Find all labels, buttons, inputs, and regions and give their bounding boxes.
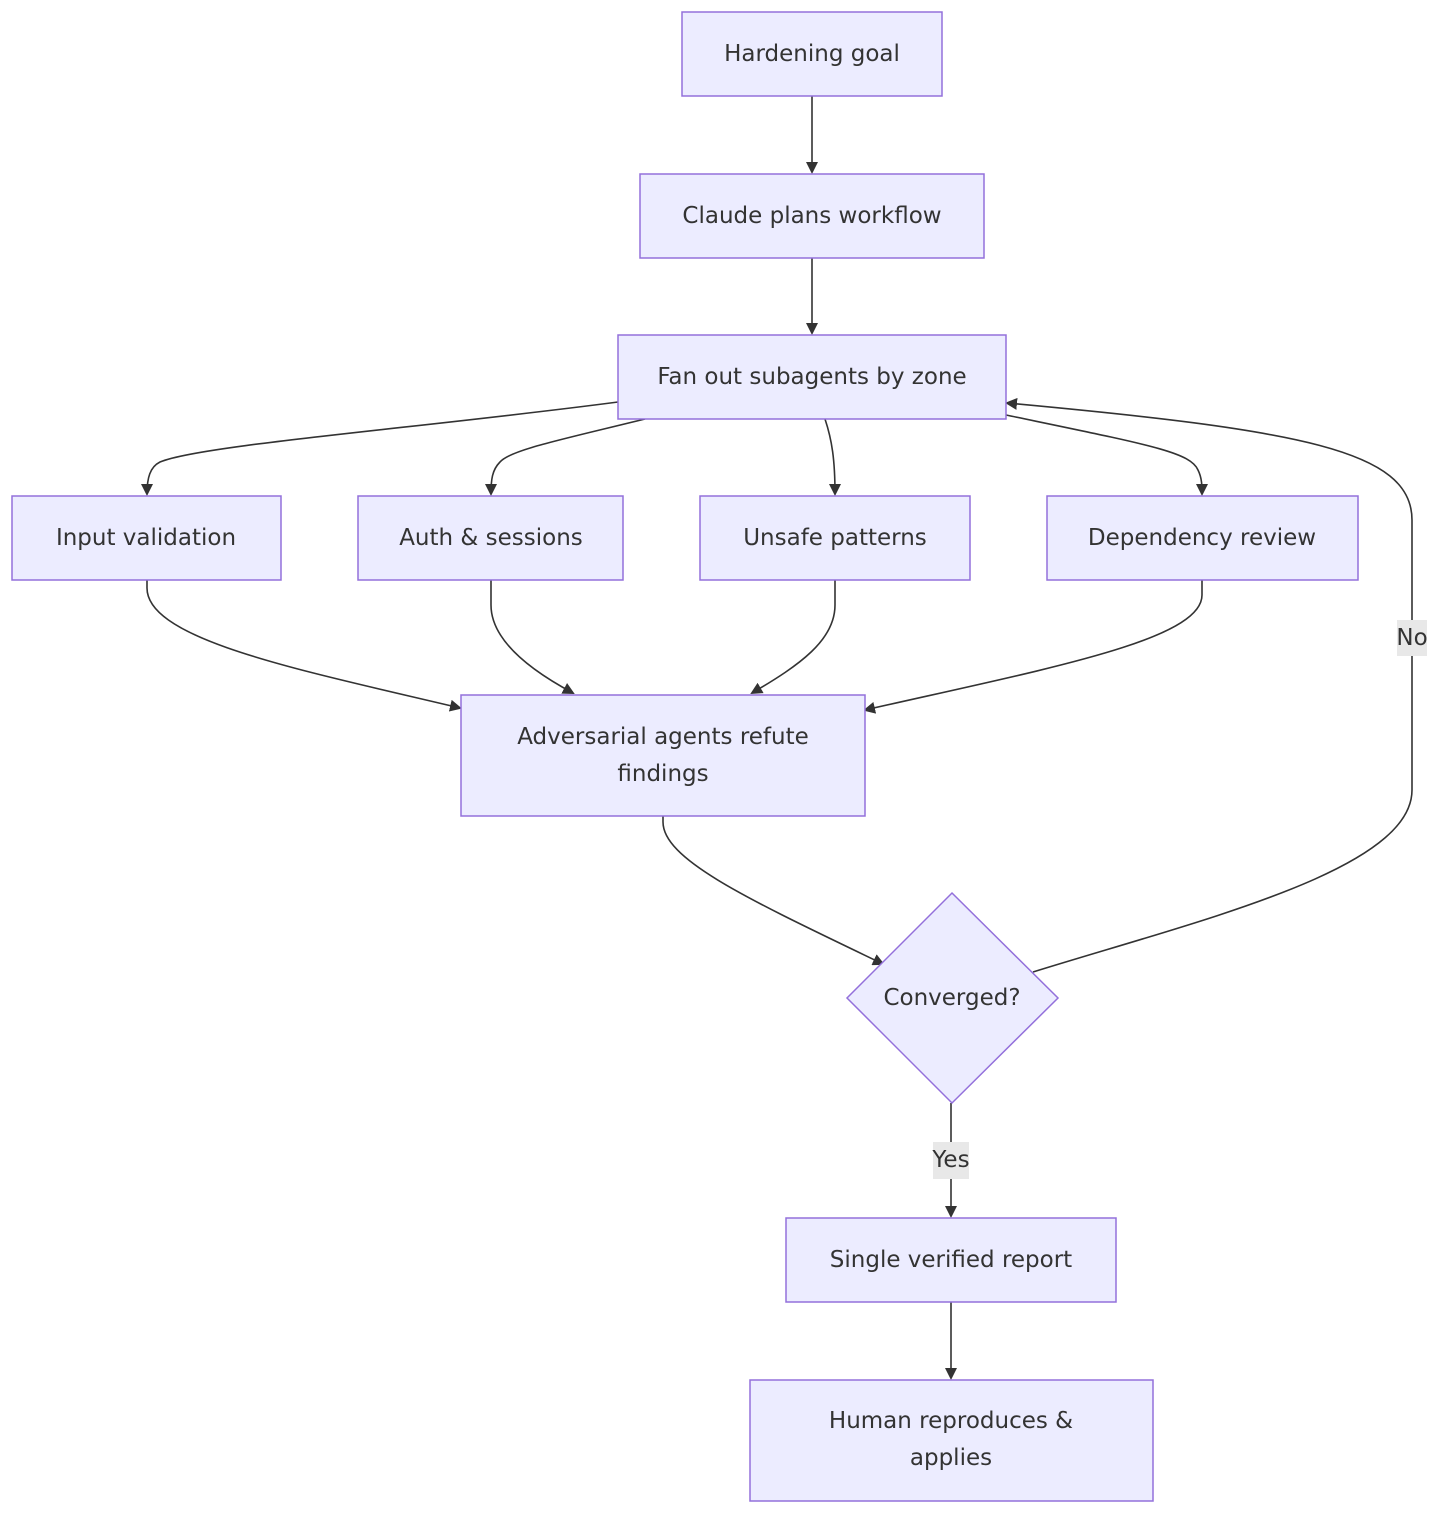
node-human-reproduces[interactable]: Human reproduces & applies — [749, 1379, 1154, 1502]
node-claude-plans-workflow[interactable]: Claude plans workflow — [639, 173, 985, 259]
node-hardening-goal-label: Hardening goal — [724, 41, 900, 67]
edge-input-adv — [146, 580, 462, 712]
node-input-validation[interactable]: Input validation — [11, 495, 282, 581]
node-dependency-review[interactable]: Dependency review — [1046, 495, 1359, 581]
edge-fanout-unsafe — [824, 418, 841, 496]
edge-label-no: No — [1396, 620, 1428, 656]
node-human-reproduces-label-line1: Human reproduces & — [829, 1408, 1073, 1434]
node-hardening-goal[interactable]: Hardening goal — [681, 11, 943, 97]
node-adversarial-agents[interactable]: Adversarial agents refute findings — [460, 694, 866, 817]
node-dependency-review-label: Dependency review — [1088, 525, 1316, 551]
node-converged-decision[interactable]: Converged? — [845, 891, 1060, 1105]
edge-adv-conv — [662, 816, 885, 966]
edge-dep-adv — [863, 580, 1203, 714]
edge-label-no-text: No — [1396, 625, 1427, 651]
node-unsafe-patterns-label: Unsafe patterns — [743, 525, 927, 551]
edge-label-yes-text: Yes — [931, 1147, 969, 1173]
node-single-verified-report-label: Single verified report — [830, 1247, 1072, 1273]
node-auth-sessions[interactable]: Auth & sessions — [357, 495, 624, 581]
edge-unsafe-adv — [750, 580, 836, 695]
edge-fanout-auth — [485, 418, 646, 496]
node-human-reproduces-label-line2: applies — [910, 1445, 992, 1471]
edge-auth-adv — [490, 580, 575, 694]
node-fan-out-subagents[interactable]: Fan out subagents by zone — [617, 334, 1007, 420]
edge-fanout-input — [141, 401, 619, 496]
node-single-verified-report[interactable]: Single verified report — [785, 1217, 1117, 1303]
edge-fanout-dep — [1005, 414, 1208, 496]
node-input-validation-label: Input validation — [56, 525, 236, 551]
node-auth-sessions-label: Auth & sessions — [399, 525, 583, 551]
edge-conv-fanout — [1005, 397, 1413, 973]
node-claude-plans-workflow-label: Claude plans workflow — [682, 203, 941, 229]
node-unsafe-patterns[interactable]: Unsafe patterns — [699, 495, 971, 581]
node-converged-decision-label: Converged? — [883, 985, 1020, 1011]
edge-label-yes: Yes — [931, 1142, 970, 1179]
node-adversarial-agents-label-line2: findings — [617, 761, 708, 787]
node-fan-out-subagents-label: Fan out subagents by zone — [657, 364, 966, 390]
node-adversarial-agents-label-line1: Adversarial agents refute — [517, 724, 809, 750]
